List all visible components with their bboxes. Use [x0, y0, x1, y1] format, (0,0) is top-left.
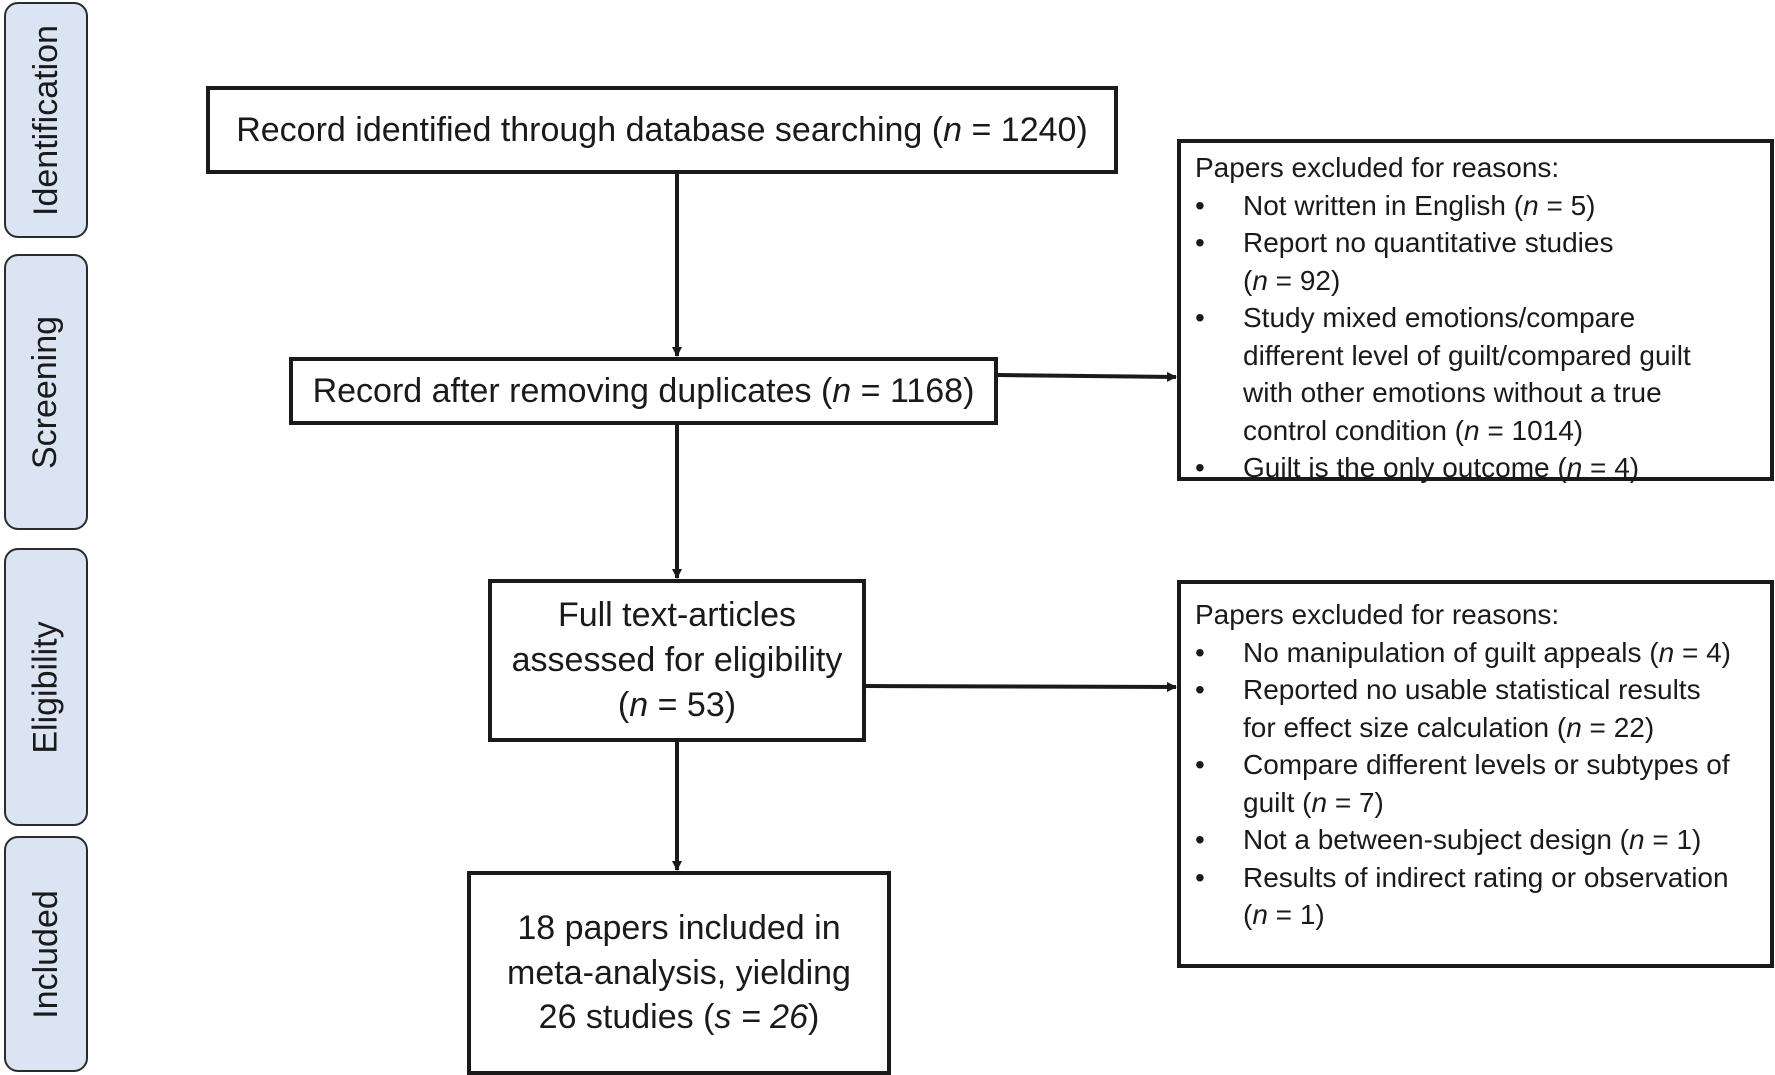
list-item: Guilt is the only outcome (n = 4): [1181, 449, 1770, 487]
exclusions-eligibility-list: No manipulation of guilt appeals (n = 4)…: [1181, 634, 1770, 934]
list-item: Not a between-subject design (n = 1): [1181, 821, 1770, 859]
after-duplicates-text-before: Record after removing duplicates (: [312, 371, 833, 410]
box-exclusions-eligibility: Papers excluded for reasons: No manipula…: [1177, 580, 1774, 968]
list-item: No manipulation of guilt appeals (n = 4): [1181, 634, 1770, 672]
list-item: Not written in English (n = 5): [1181, 187, 1770, 225]
full-text-var: n: [629, 685, 649, 724]
box-identified: Record identified through database searc…: [206, 86, 1118, 174]
box-exclusions-screening: Papers excluded for reasons: Not written…: [1177, 139, 1774, 486]
arrow-eligibility-to-exclusions: [865, 681, 1177, 692]
box-included: 18 papers included in meta-analysis, yie…: [467, 871, 891, 1075]
included-line2: meta-analysis, yielding: [507, 953, 851, 992]
identified-text-after: = 1240): [962, 110, 1088, 149]
stage-eligibility: Eligibility: [4, 548, 88, 826]
full-text-line1: Full text-articles: [557, 596, 797, 635]
box-after-duplicates: Record after removing duplicates (n = 11…: [289, 357, 998, 425]
identified-text-before: Record identified through database searc…: [236, 110, 944, 149]
list-item: Results of indirect rating or observatio…: [1181, 859, 1770, 934]
included-line3: 26 studies (s = 26): [538, 998, 820, 1037]
stage-identification: Identification: [4, 2, 88, 238]
exclusions-eligibility-heading: Papers excluded for reasons:: [1195, 599, 1560, 630]
after-duplicates-text-after: = 1168): [851, 371, 975, 410]
full-text-line3: (n = 53): [617, 685, 737, 724]
stage-included: Included: [4, 836, 88, 1072]
identified-var: n: [943, 110, 963, 149]
included-line1: 18 papers included in: [517, 908, 841, 947]
list-item: Report no quantitative studies(n = 92): [1181, 224, 1770, 299]
full-text-line2: assessed for eligibility: [511, 641, 843, 680]
included-var: s = 26: [714, 998, 808, 1037]
list-item: Compare different levels or subtypes ofg…: [1181, 746, 1770, 821]
list-item: Reported no usable statistical resultsfo…: [1181, 671, 1770, 746]
exclusions-screening-heading: Papers excluded for reasons:: [1195, 152, 1560, 183]
exclusions-screening-list: Not written in English (n = 5) Report no…: [1181, 187, 1770, 487]
arrow-screening-to-exclusions: [997, 371, 1177, 382]
stage-screening: Screening: [4, 254, 88, 530]
after-duplicates-var: n: [832, 371, 852, 410]
box-full-text: Full text-articles assessed for eligibil…: [488, 579, 866, 742]
